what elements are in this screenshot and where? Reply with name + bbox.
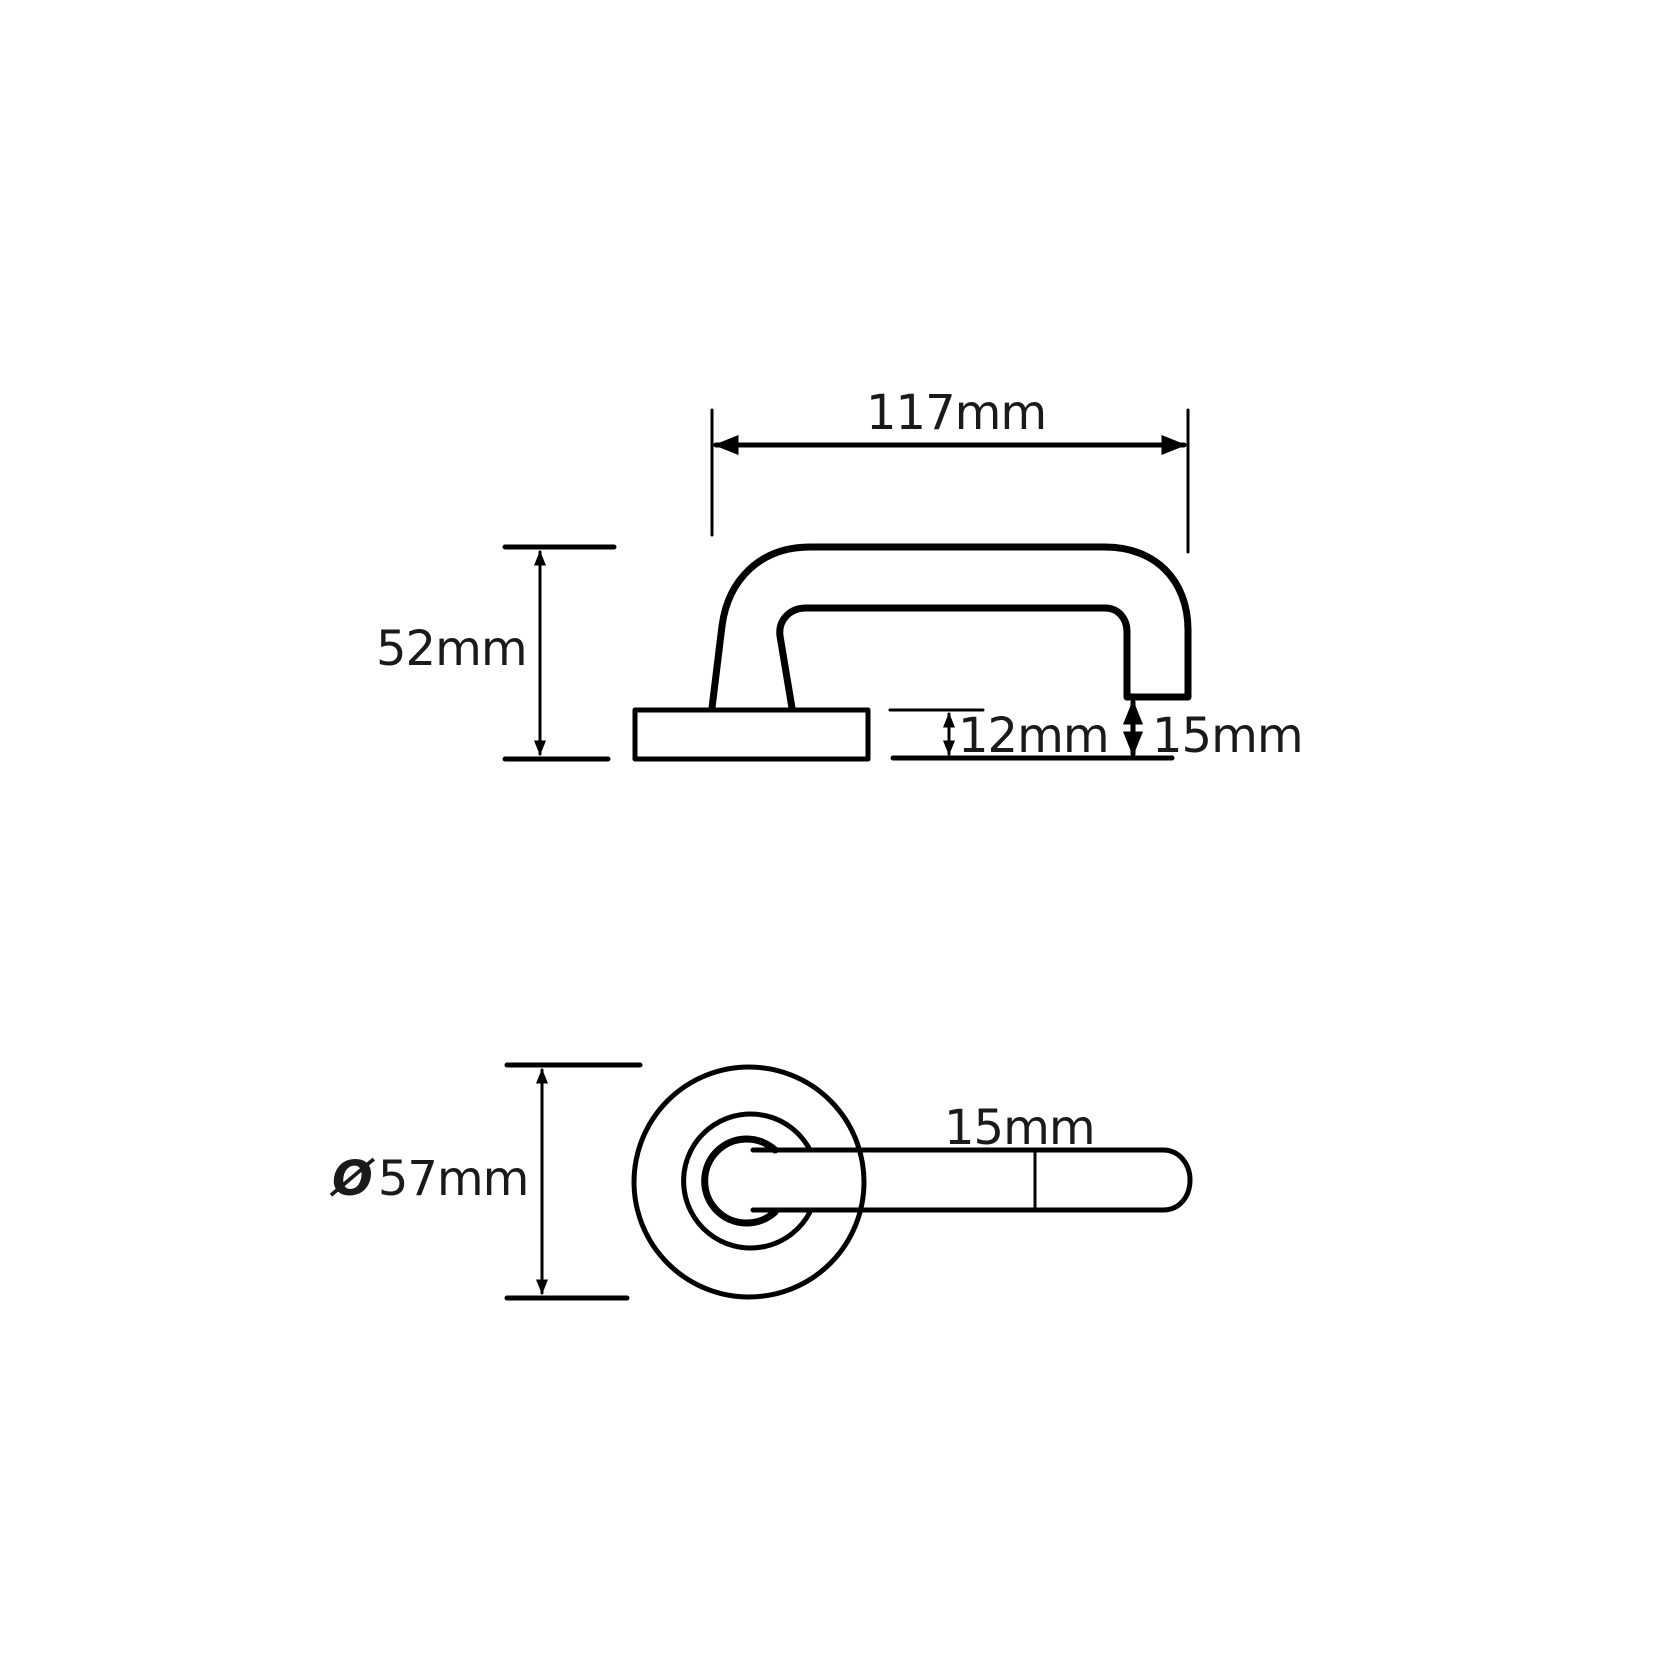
lever-neck-ring <box>701 1135 779 1227</box>
diameter-value: 57mm <box>377 1151 530 1207</box>
length-dimension <box>710 408 1190 554</box>
rose-plate-side <box>632 707 871 762</box>
front-view <box>504 1062 1193 1301</box>
rose-thickness-label: 12mm <box>958 708 1110 764</box>
lever-clearance-label: 15mm <box>1152 708 1304 764</box>
handle-outer-outline <box>708 543 1192 712</box>
rose-middle-ring <box>681 1111 813 1251</box>
diameter-symbol-icon: Ø <box>332 1151 373 1207</box>
handle-inner-outline <box>776 604 1131 712</box>
rose-thickness-dimension <box>888 708 1175 761</box>
side-view <box>502 408 1192 762</box>
length-label: 117mm <box>866 385 1047 441</box>
height-dimension <box>502 544 617 762</box>
diameter-dimension <box>504 1062 643 1301</box>
height-label: 52mm <box>376 621 528 677</box>
lever-outline <box>750 1147 1193 1213</box>
rose-outer-circle <box>631 1064 867 1300</box>
lever-width-label: 15mm <box>944 1100 1096 1156</box>
